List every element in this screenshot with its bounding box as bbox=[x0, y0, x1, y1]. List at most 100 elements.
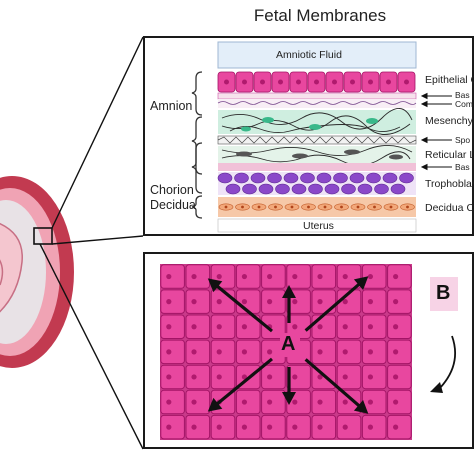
cell-nucleus bbox=[332, 79, 337, 85]
grid-cell-nucleus bbox=[166, 399, 172, 405]
connector-line-bottom bbox=[39, 243, 144, 450]
grid-cell-nucleus bbox=[267, 399, 273, 405]
zoom-box bbox=[33, 227, 53, 245]
cell-sheet-panel bbox=[143, 252, 474, 449]
grid-cell-nucleus bbox=[191, 349, 197, 355]
grid-cell bbox=[235, 389, 261, 415]
amnion-label: Amnion bbox=[150, 99, 193, 113]
grid-cell-nucleus bbox=[292, 324, 298, 330]
cell-nucleus bbox=[386, 79, 391, 85]
grid-cell-nucleus bbox=[241, 399, 248, 405]
grid-cell bbox=[185, 289, 211, 314]
arrow-up-head bbox=[282, 285, 296, 298]
trophoblast-cell bbox=[341, 183, 356, 195]
grid-cell bbox=[336, 264, 362, 289]
grid-cell bbox=[336, 339, 362, 365]
cell-nucleus bbox=[260, 79, 265, 85]
trophoblast-cell bbox=[399, 172, 414, 184]
diagram-title: Fetal Membranes bbox=[253, 6, 387, 25]
grid-cell bbox=[235, 264, 261, 289]
grid-cell-nucleus bbox=[317, 273, 323, 280]
grid-cell bbox=[286, 264, 311, 289]
grid-cell bbox=[160, 314, 185, 339]
grid-cell bbox=[210, 364, 236, 390]
grid-cell-nucleus bbox=[342, 273, 348, 280]
callout-b-label: B bbox=[436, 282, 451, 304]
grid-cell bbox=[160, 264, 185, 289]
uterus-layer bbox=[217, 218, 417, 233]
trophoblast-cell bbox=[374, 183, 389, 195]
trophoblast-cell bbox=[267, 172, 282, 184]
arrow-down-left bbox=[212, 357, 274, 408]
trophoblast-cell bbox=[225, 183, 241, 195]
grid-cell bbox=[235, 414, 261, 440]
grid-cell bbox=[261, 289, 286, 314]
grid-cell-nucleus bbox=[367, 299, 374, 305]
grid-cell bbox=[387, 414, 412, 440]
grid-cell bbox=[210, 314, 236, 339]
grid-cell bbox=[361, 414, 387, 440]
grid-cell-nucleus bbox=[393, 324, 399, 330]
grid-cell bbox=[185, 314, 211, 339]
grid-cell-nucleus bbox=[317, 374, 323, 380]
chorion-label: Chorion bbox=[150, 183, 194, 197]
spread-arrows bbox=[207, 276, 369, 414]
trophoblast-cell bbox=[382, 172, 398, 184]
mesenchymal-layer bbox=[218, 110, 416, 134]
grid-cell bbox=[160, 389, 185, 415]
grid-cell-nucleus bbox=[292, 299, 298, 305]
trophoblast-cell bbox=[366, 172, 381, 184]
grid-cell-nucleus bbox=[367, 399, 374, 405]
curved-arrow bbox=[439, 335, 456, 389]
trophoblast-cell bbox=[250, 172, 266, 184]
decidual-cells-label: Decidua Ce bbox=[425, 202, 474, 214]
label-a-backdrop bbox=[280, 333, 300, 357]
connector-line-mid bbox=[51, 235, 144, 245]
grid-cell-nucleus bbox=[216, 324, 222, 330]
chorion-bracket bbox=[191, 142, 203, 194]
trophoblast-label: Trophoblas bbox=[425, 178, 474, 190]
grid-cell-nucleus bbox=[216, 299, 222, 305]
trophoblast-cell bbox=[217, 172, 233, 184]
grid-cell bbox=[387, 264, 412, 289]
grid-cell-nucleus bbox=[166, 374, 172, 380]
grid-cell-nucleus bbox=[292, 424, 298, 430]
grid-cell-nucleus bbox=[241, 374, 248, 380]
grid-cell bbox=[185, 364, 211, 390]
grid-cell-nucleus bbox=[166, 349, 172, 355]
cell-nucleus bbox=[350, 79, 355, 85]
grid-cell bbox=[185, 414, 211, 440]
epithelial-cell-row bbox=[217, 71, 416, 93]
grid-cell bbox=[336, 314, 362, 339]
curved-arrow-head bbox=[430, 382, 443, 393]
grid-cell bbox=[185, 389, 211, 415]
grid-cell-nucleus bbox=[241, 324, 248, 330]
trophoblast-cell bbox=[349, 172, 365, 184]
arrow-down-head bbox=[282, 392, 296, 405]
trophoblast-cell bbox=[300, 172, 315, 184]
trophoblast-cell bbox=[275, 183, 290, 195]
grid-cell-nucleus bbox=[166, 324, 172, 330]
grid-cell bbox=[311, 289, 337, 314]
grid-cell-nucleus bbox=[191, 273, 197, 280]
grid-cell-nucleus bbox=[267, 424, 273, 430]
grid-cell-nucleus bbox=[216, 424, 222, 430]
grid-cell-nucleus bbox=[317, 324, 323, 330]
uterus-label: Uterus bbox=[303, 220, 334, 232]
grid-cell bbox=[387, 364, 412, 390]
grid-cell-nucleus bbox=[317, 349, 323, 355]
grid-cell bbox=[311, 339, 337, 365]
grid-cell bbox=[261, 264, 286, 289]
grid-cell-nucleus bbox=[367, 424, 374, 430]
grid-cell bbox=[185, 264, 211, 289]
spongy-label: Spo bbox=[455, 135, 471, 145]
reticular-label: Reticular La bbox=[425, 149, 474, 161]
grid-cell-nucleus bbox=[241, 299, 248, 305]
grid-cell-nucleus bbox=[292, 374, 298, 380]
grid-cell bbox=[361, 289, 387, 314]
grid-cell-nucleus bbox=[166, 424, 172, 430]
arrow-up-left bbox=[212, 282, 274, 333]
grid-cell-nucleus bbox=[393, 349, 399, 355]
grid-cell-nucleus bbox=[267, 299, 273, 305]
